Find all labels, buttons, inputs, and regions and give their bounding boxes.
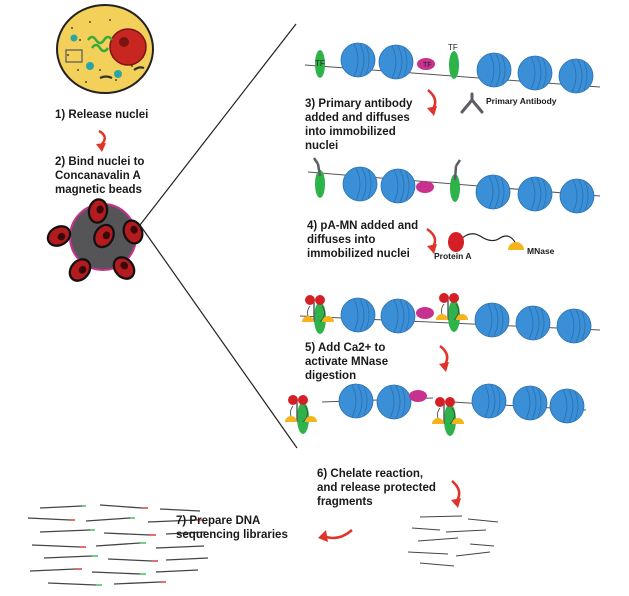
primary-antibody-label: Primary Antibody (486, 96, 557, 106)
step6-label-line3: fragments (317, 496, 373, 508)
step5-label-line3: digestion (305, 370, 357, 382)
step6-label-line2: and release protected (317, 482, 436, 494)
step4-label-line1: 4) pA-MN added and (307, 220, 419, 232)
zoom-line-bottom (139, 224, 298, 449)
step7-label-line2: sequencing libraries (176, 529, 288, 541)
step5-label-line1: 5) Add Ca2+ to (305, 342, 386, 354)
pamn-icon (448, 232, 524, 252)
tf-label-1: TF (315, 59, 325, 68)
bead-cluster (43, 196, 147, 286)
chromatin-row-3 (299, 292, 601, 344)
chromatin-row-4 (284, 383, 587, 436)
protein-a-label: Protein A (434, 251, 472, 261)
step1-label: 1) Release nuclei (55, 109, 149, 121)
step6-label-line1: 6) Chelate reaction, (317, 468, 424, 480)
chromatin-row-1 (304, 42, 601, 94)
tf-label-3: TF (423, 62, 432, 69)
released-fragments (407, 515, 499, 567)
step3-label-line4: nuclei (305, 140, 339, 152)
arrow-step1-to-2 (96, 129, 106, 152)
step7-label-line1: 7) Prepare DNA (176, 515, 261, 527)
mnase-label: MNase (527, 246, 555, 256)
arrow-step5 (439, 345, 449, 372)
cell-illustration (56, 4, 154, 94)
step3-label-line1: 3) Primary antibody (305, 98, 413, 110)
arrow-step4 (426, 227, 437, 254)
arrow-step7 (318, 529, 353, 542)
step4-label-line2: diffuses into (307, 234, 376, 246)
antibody-icon (460, 92, 484, 114)
step3-label-line3: into immobilized (305, 126, 396, 138)
zoom-line-top (139, 23, 297, 226)
sequencing-libraries (27, 504, 209, 586)
arrow-step6 (451, 480, 461, 508)
step4-label-line3: immobilized nuclei (307, 248, 410, 260)
step2-label-line1: 2) Bind nuclei to (55, 156, 145, 168)
tf-label-2: TF (448, 43, 458, 52)
step5-label-line2: activate MNase (305, 356, 389, 368)
arrow-step3 (427, 89, 437, 116)
step2-label-line2: Concanavalin A (55, 170, 141, 182)
step3-label-line2: added and diffuses (305, 112, 410, 124)
step2-label-line3: magnetic beads (55, 184, 142, 196)
chromatin-row-2 (307, 157, 601, 214)
